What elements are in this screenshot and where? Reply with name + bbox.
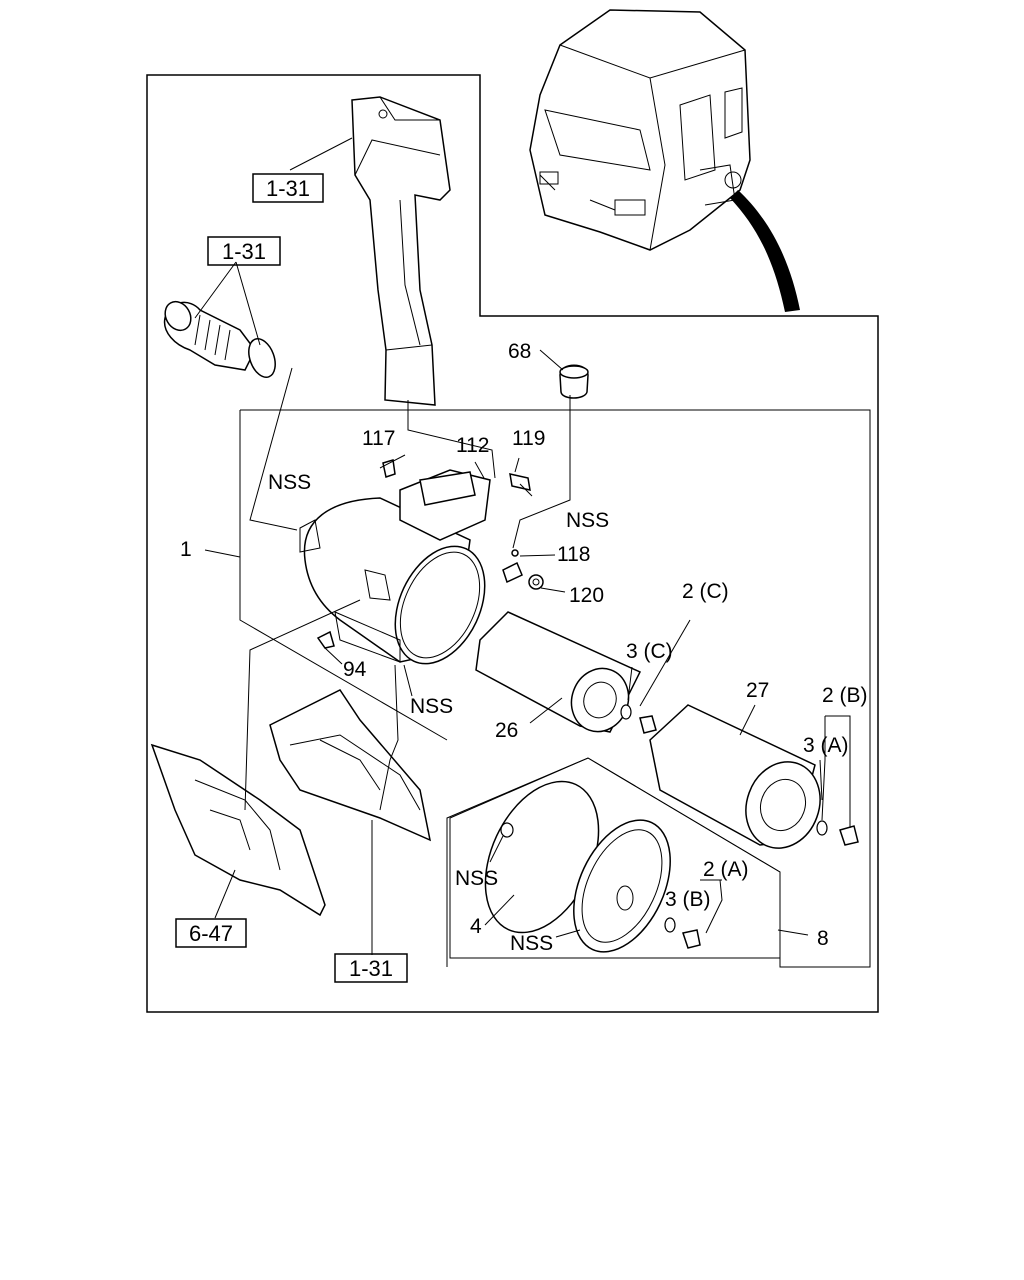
label-3a: 3 (A) [803,734,849,757]
ref-box-1-31-c [334,953,408,983]
label-26: 26 [495,719,518,742]
outer-element-26 [475,611,657,734]
label-2b: 2 (B) [822,684,868,707]
assembly-frame-left [239,410,448,741]
label-117: 117 [362,427,395,450]
label-118: 118 [557,543,590,566]
small-fasteners [316,364,589,649]
label-112: 112 [456,434,489,457]
ref-box-6-47 [175,918,247,948]
label-120: 120 [569,584,604,607]
label-1: 1 [180,538,192,561]
main-frame [146,74,879,1013]
ref-box-1-31-b [207,236,281,266]
label-nss-bottom: NSS [455,867,498,890]
ref-label-1-31-c: 1-31 [349,956,393,981]
label-27: 27 [746,679,769,702]
label-nss-bottom2: NSS [510,932,553,955]
label-8: 8 [817,927,829,950]
ref-label-1-31-b: 1-31 [222,239,266,264]
ref-label-6-47: 6-47 [189,921,233,946]
label-3b: 3 (B) [665,888,711,911]
label-68: 68 [508,340,531,363]
label-nss-mid: NSS [410,695,453,718]
truck-cab-illustration [529,9,800,312]
ref-box-1-31-a [252,173,324,203]
label-94: 94 [343,658,367,681]
label-2a: 2 (A) [703,858,749,881]
ref-label-1-31-a: 1-31 [266,176,310,201]
leader-lines [194,137,851,955]
element-kit-parts [484,780,701,953]
label-nss-top: NSS [268,471,311,494]
mounting-bracket [150,689,432,917]
inner-element-27 [649,704,859,849]
label-3c: 3 (C) [626,640,673,663]
label-119: 119 [512,427,545,450]
label-2c: 2 (C) [682,580,729,603]
element-kit-frame [449,757,781,959]
label-nss-right: NSS [566,509,609,532]
intake-hose [163,300,276,378]
air-cleaner-body [299,469,491,665]
air-intake-duct [351,96,451,406]
label-4: 4 [470,915,482,938]
